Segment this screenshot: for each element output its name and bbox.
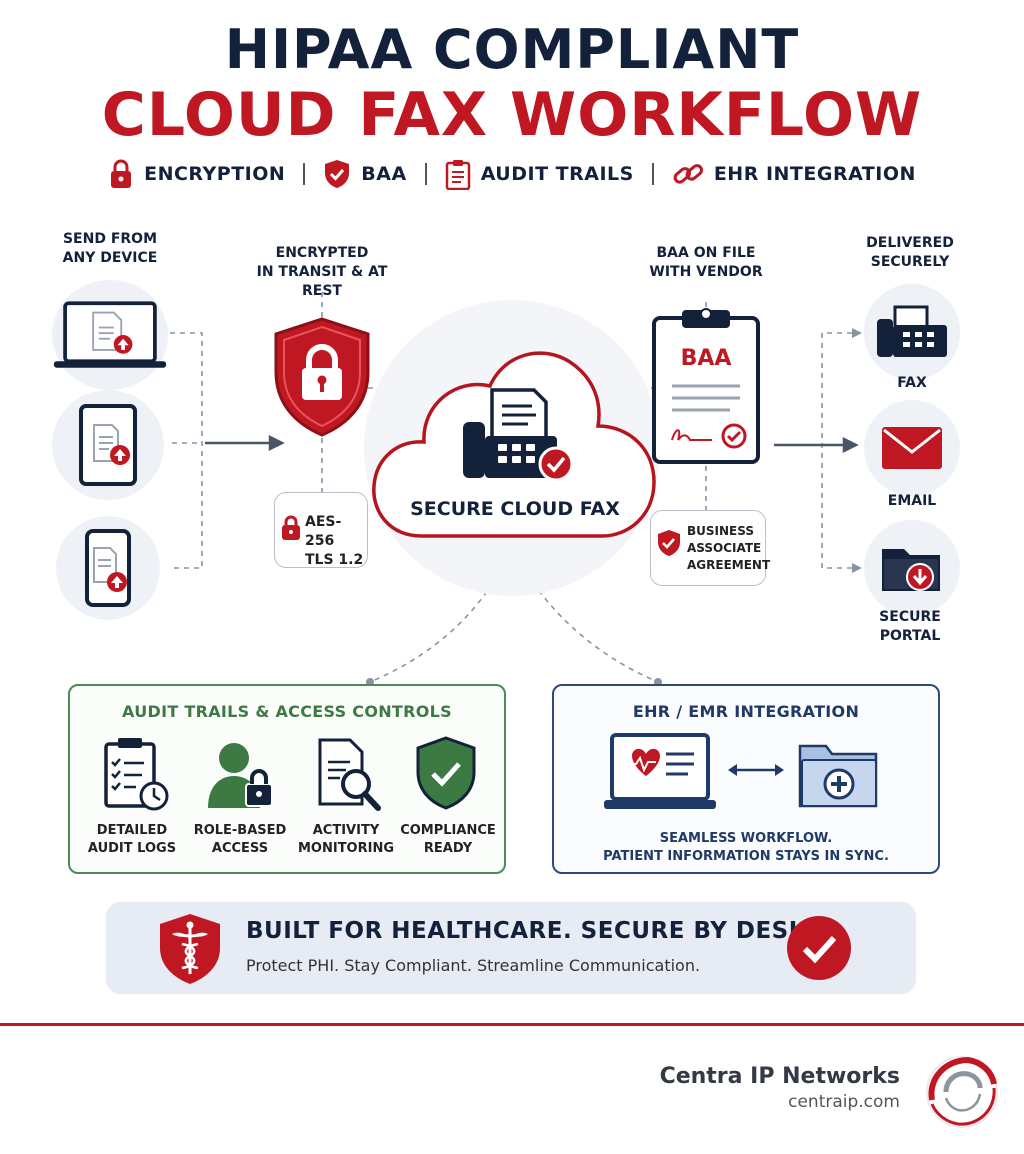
portal-output [864,520,960,616]
audit-item-label: ROLE-BASED ACCESS [193,823,287,856]
feature-baa: BAA [323,159,406,189]
sync-arrows-icon [728,764,784,776]
ehr-caption: SEAMLESS WORKFLOW. PATIENT INFORMATION S… [603,831,889,864]
audit-log-icon [104,738,169,811]
baa-doc-text: BAA [680,346,732,371]
laptop-device [52,280,168,390]
fax-output [864,284,960,380]
folder-download-icon [882,549,940,591]
feature-label: EHR INTEGRATION [713,163,916,185]
feature-ehr: EHR INTEGRATION [672,159,916,189]
brand-logo-icon [926,1056,998,1128]
portal-label: SECURE PORTAL [879,609,941,644]
banner-subline: Protect PHI. Stay Compliant. Streamline … [246,956,701,975]
brand-name: Centra IP Networks [659,1064,900,1089]
audit-item-label: DETAILED AUDIT LOGS [87,823,177,856]
caduceus-shield-icon [160,914,220,984]
audit-panel: AUDIT TRAILS & ACCESS CONTROLS DETAILED … [68,684,506,874]
user-lock-icon [208,743,273,808]
audit-item-label: ACTIVITY MONITORING [297,823,395,856]
phone-upload-icon [85,529,131,607]
baa-agreement-badge: BUSINESS ASSOCIATE AGREEMENT [650,510,770,586]
feature-audit-trails: AUDIT TRAILS [445,158,634,190]
lock-icon [111,159,132,188]
baa-label: BAA ON FILE WITH VENDOR [649,245,763,280]
banner: BUILT FOR HEALTHCARE. SECURE BY DESIGN. … [106,902,916,994]
divider [303,163,306,185]
encryption-shield-icon [274,317,370,437]
divider [424,163,427,185]
phone-device [56,516,160,620]
magnifier-document-icon [318,738,381,811]
audit-title: AUDIT TRAILS & ACCESS CONTROLS [122,702,452,721]
check-circle-icon [787,916,851,980]
tablet-device [52,390,164,500]
encryption-spec-badge: AES-256 TLS 1.2 [274,492,368,568]
email-output [864,400,960,496]
cloud-label: SECURE CLOUD FAX [410,498,620,520]
connector-lines [170,292,862,686]
lock-icon [282,515,300,540]
title-line-1: HIPAA COMPLIANT [224,18,800,81]
feature-label: AUDIT TRAILS [480,163,634,185]
fax-machine-icon [463,388,574,482]
send-label: SEND FROM ANY DEVICE [62,231,158,266]
fax-icon [877,305,947,357]
feature-encryption: ENCRYPTION [108,159,285,189]
laptop-upload-icon [53,301,167,368]
tablet-upload-icon [79,404,137,486]
title-line-2: CLOUD FAX WORKFLOW [101,80,923,150]
baa-clipboard-icon [652,308,760,464]
monitor-heartbeat-icon [604,733,716,809]
feature-label: ENCRYPTION [144,163,286,185]
delivered-label: DELIVERED SECURELY [866,235,954,270]
audit-item-label: COMPLIANCE READY [400,823,496,856]
baa-agreement-text: BUSINESS ASSOCIATE AGREEMENT [687,524,771,572]
encrypted-label: ENCRYPTED IN TRANSIT & AT REST [256,245,388,299]
brand-url: centraip.com [788,1092,900,1112]
shield-check-icon [416,736,476,810]
clipboard-icon [445,160,470,190]
envelope-icon [882,427,942,469]
footer-divider [0,1023,1024,1026]
feature-strip: ENCRYPTION BAA AUDIT TRAILS EHR INTEGRAT… [0,156,1024,192]
encryption-spec-text: AES-256 TLS 1.2 [305,514,364,568]
shield-check-icon [325,160,350,188]
shield-check-icon [658,530,680,556]
divider [651,163,654,185]
email-label: EMAIL [887,493,937,509]
banner-headline: BUILT FOR HEALTHCARE. SECURE BY DESIGN. [246,918,847,944]
medical-folder-icon [798,744,878,808]
ehr-title: EHR / EMR INTEGRATION [632,702,860,721]
fax-label: FAX [897,375,927,391]
ehr-panel: EHR / EMR INTEGRATION SEAMLESS WORKFLOW.… [552,684,940,874]
link-icon [673,164,703,184]
feature-label: BAA [361,163,407,185]
